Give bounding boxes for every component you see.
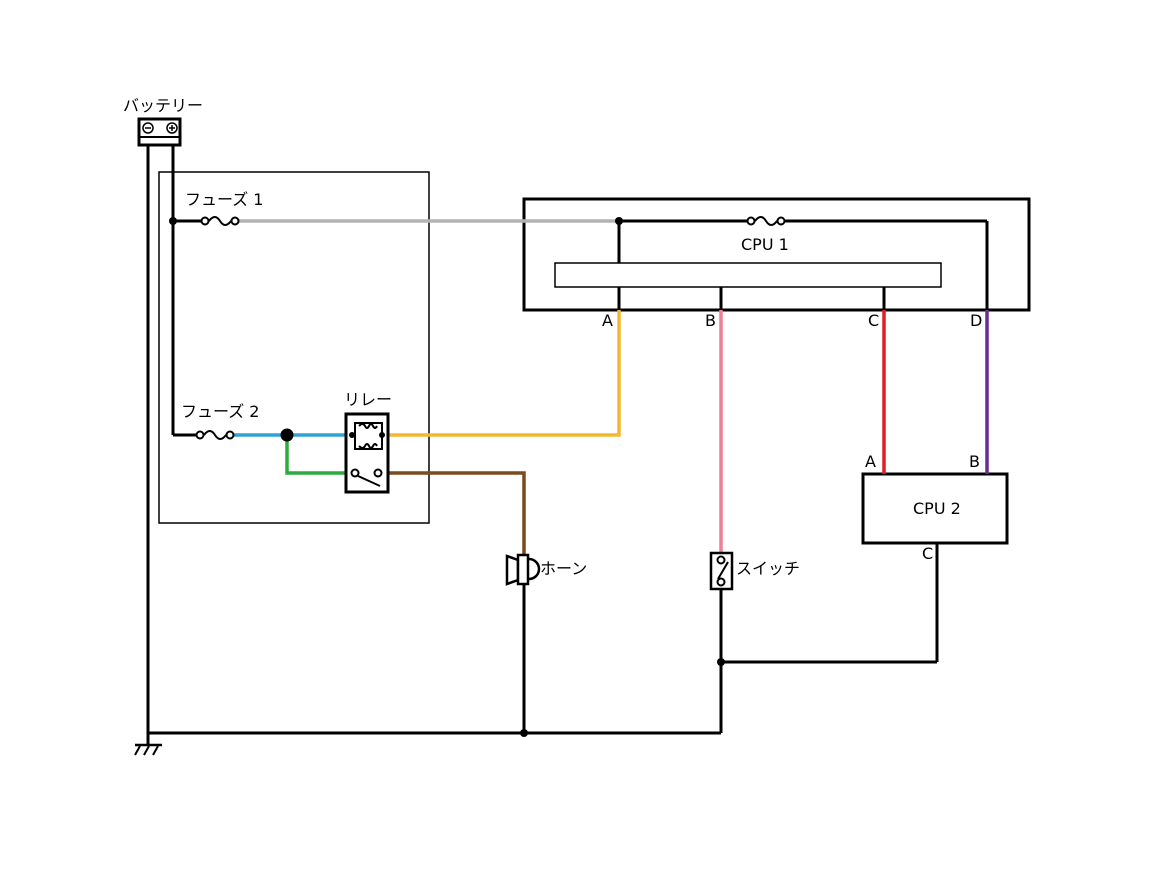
fuse1-icon	[200, 216, 240, 226]
battery-label: バッテリー	[123, 96, 203, 115]
cpu1-inner-bar	[554, 262, 942, 288]
ground-wires	[146, 145, 989, 735]
relay-label: リレー	[344, 390, 392, 409]
fuse1-label: フューズ 1	[185, 190, 263, 209]
cpu1-pin-d: D	[970, 311, 982, 330]
junction-dot	[615, 217, 623, 225]
junction-dot	[520, 729, 528, 737]
horn-icon	[505, 553, 541, 586]
cpu2-pin-c: C	[922, 544, 933, 563]
horn-label: ホーン	[540, 559, 587, 578]
cpu1-fuse-icon	[746, 216, 786, 226]
junction-dot	[280, 428, 294, 442]
cpu1-pin-b: B	[705, 311, 716, 330]
relay-to-horn-wire	[380, 471, 526, 555]
cpu1-label: CPU 1	[741, 235, 789, 254]
fuse-relay-box	[158, 171, 430, 524]
cpu1-pin-a: A	[602, 311, 613, 330]
ground-icon	[134, 733, 162, 756]
switch-label: スイッチ	[736, 559, 800, 578]
cpu2-pin-b: B	[969, 452, 980, 471]
switch-icon	[709, 551, 734, 591]
cpu1-pin-c: C	[868, 311, 879, 330]
junction-dot	[717, 658, 725, 666]
relay-icon	[344, 412, 390, 494]
relay-feed-wire	[285, 435, 352, 475]
fuse2-label: フューズ 2	[181, 402, 259, 421]
junction-dot	[169, 217, 177, 225]
battery-icon	[137, 117, 182, 147]
cpu2-pin-a: A	[865, 452, 876, 471]
cpu2-label: CPU 2	[913, 499, 961, 518]
relay-to-cpu1-a-wire	[383, 310, 621, 437]
cpu1-box	[522, 197, 1031, 312]
cpu2-box	[861, 472, 1009, 545]
fuse2-icon	[195, 430, 235, 440]
